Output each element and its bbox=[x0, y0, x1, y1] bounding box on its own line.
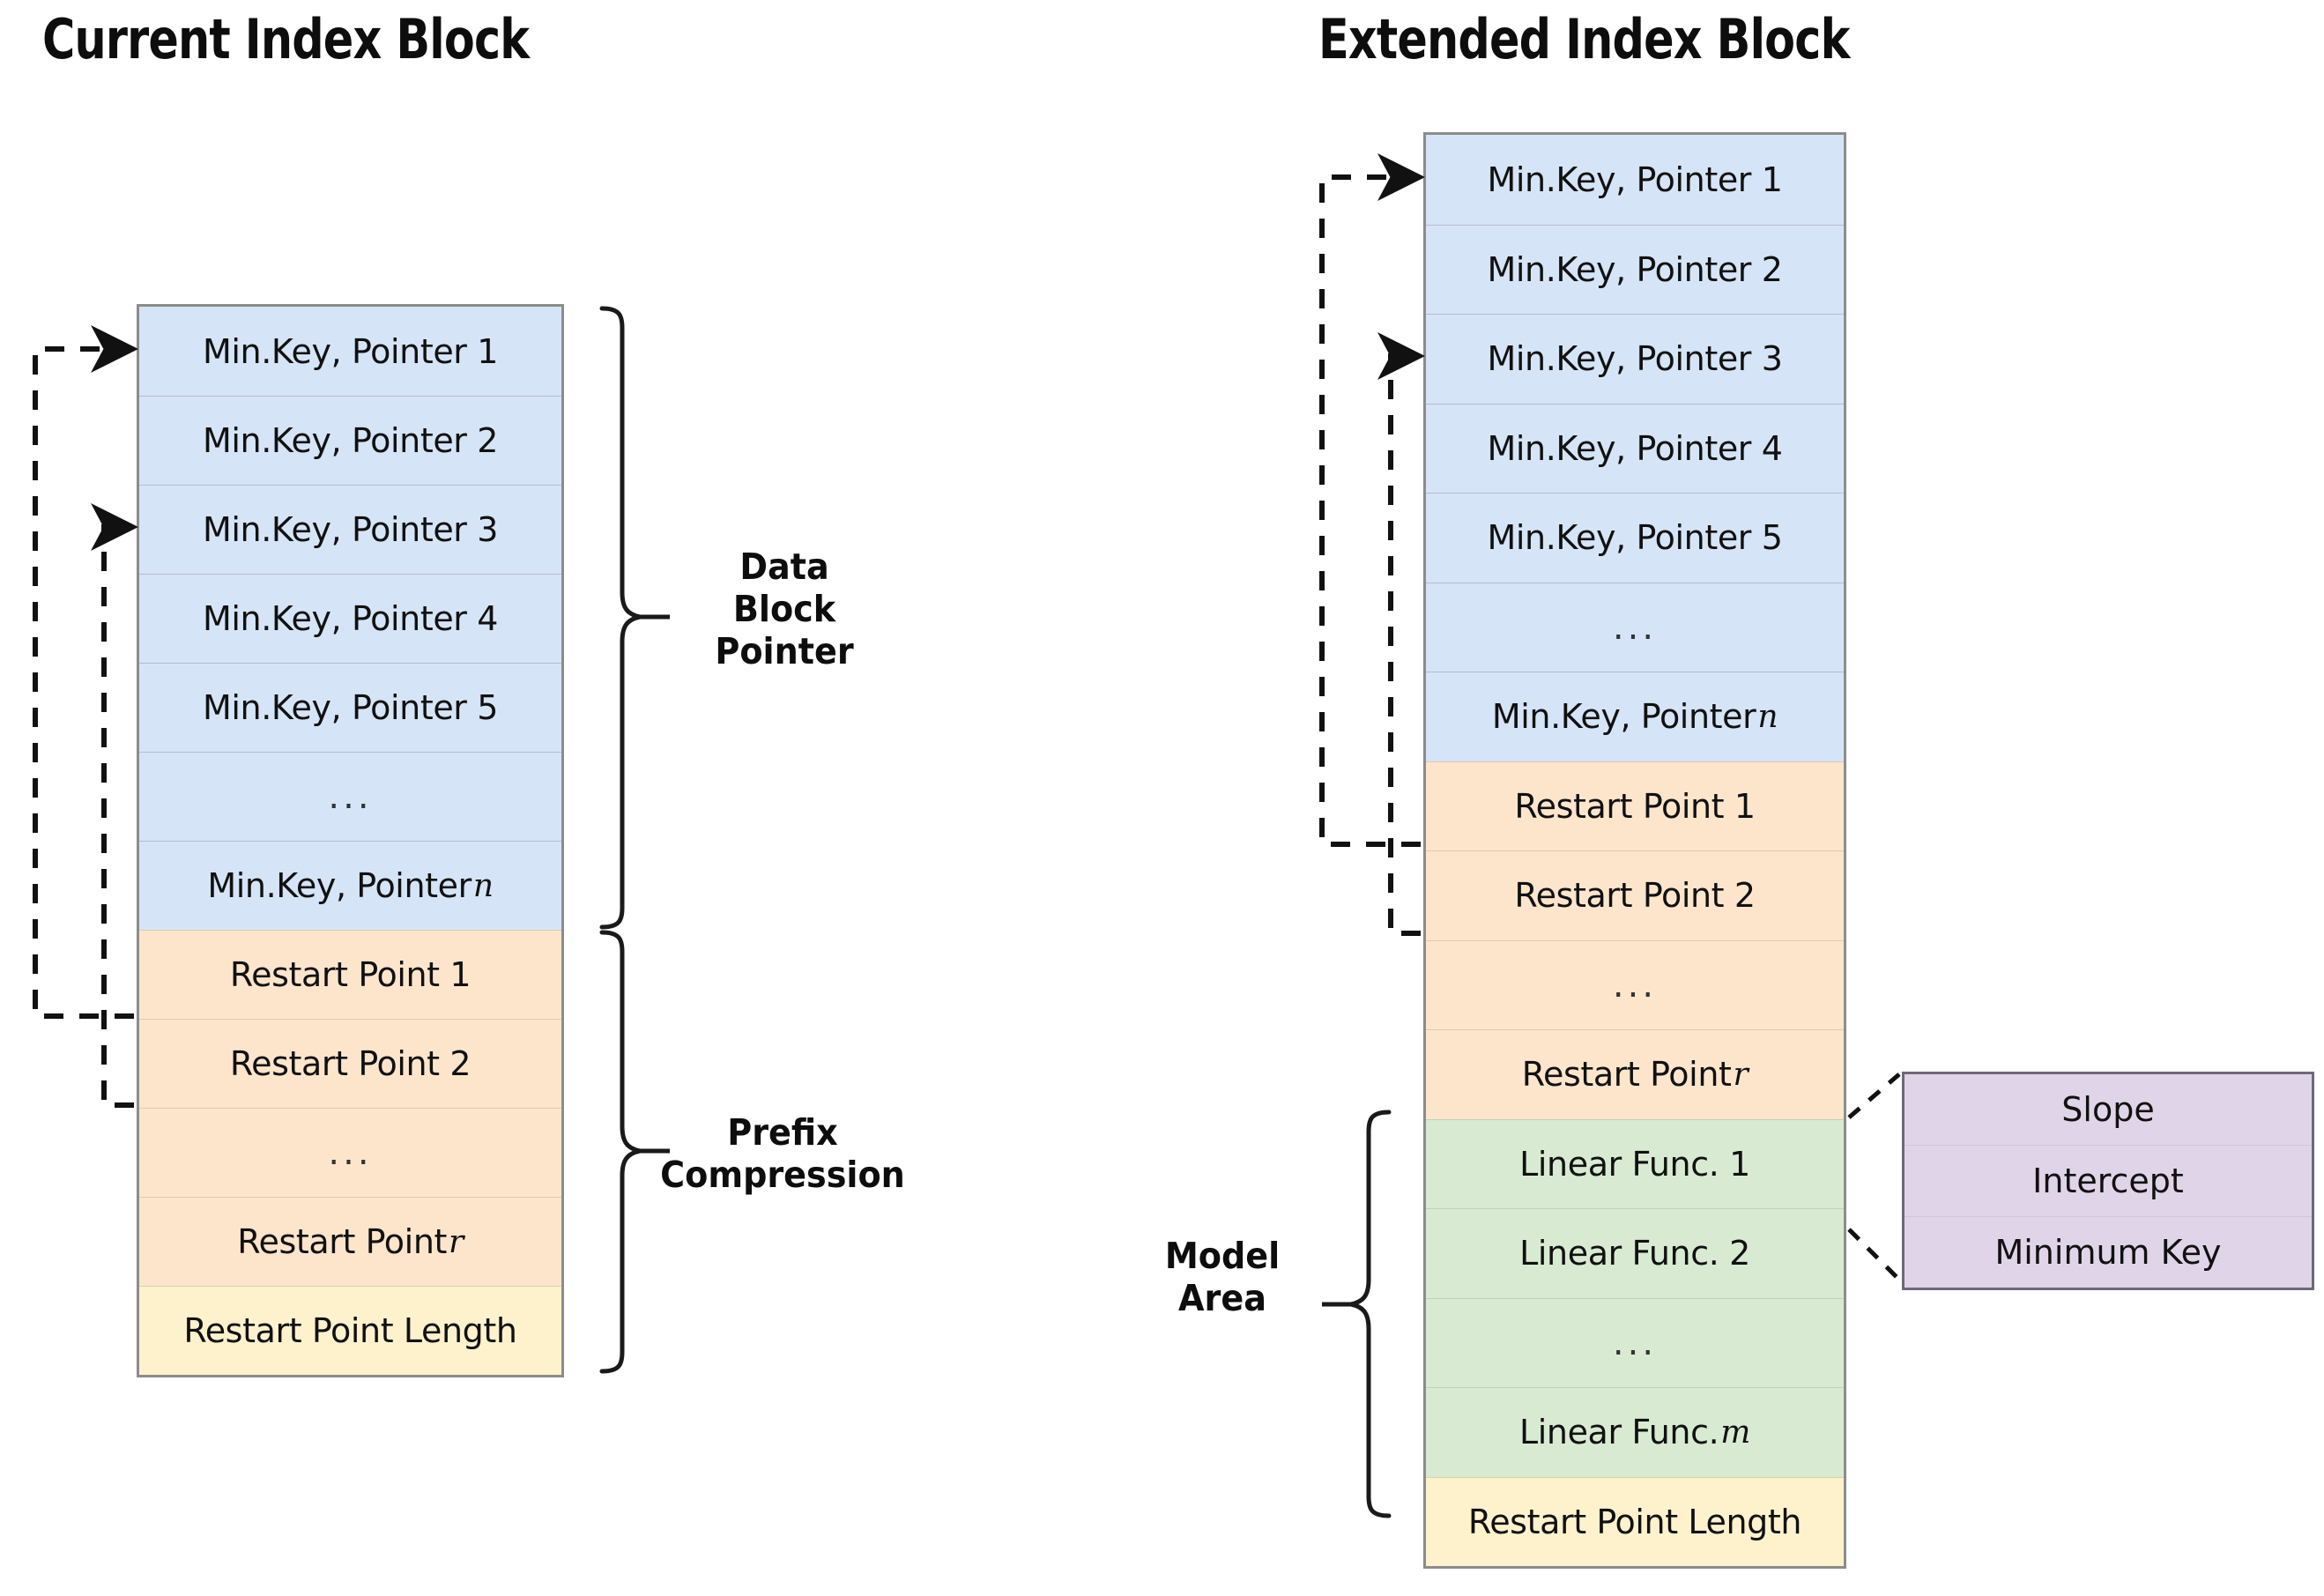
brace-model-area bbox=[1350, 1110, 1392, 1518]
cell-label: ... bbox=[328, 776, 373, 817]
detail-row-minimum-key: Minimum Key bbox=[1904, 1216, 2312, 1288]
page-title-extended-index-block: Extended Index Block bbox=[1318, 7, 1850, 71]
leader-linear-func-1-to-detail-box bbox=[1847, 1073, 1901, 1119]
table-row: Min.Key, Pointer 2 bbox=[139, 396, 561, 485]
cell-label: Min.Key, Pointer 3 bbox=[1487, 339, 1783, 379]
cell-label: Restart Point 1 bbox=[1514, 786, 1756, 826]
cell-label: Min.Key, Pointer bbox=[207, 866, 471, 905]
cell-label: Linear Func. bbox=[1518, 1413, 1719, 1452]
cell-label: Restart Point bbox=[237, 1222, 447, 1261]
cell-label: Min.Key, Pointer 5 bbox=[1487, 518, 1783, 558]
linear-function-detail-box: Slope Intercept Minimum Key bbox=[1902, 1072, 2314, 1290]
cell-variable: n bbox=[1757, 698, 1778, 735]
cell-label: Min.Key, Pointer 5 bbox=[203, 688, 498, 727]
table-row: Min.Key, Pointer 3 bbox=[139, 485, 561, 574]
detail-row-intercept: Intercept bbox=[1904, 1145, 2312, 1216]
table-row: Linear Func. 1 bbox=[1426, 1118, 1844, 1208]
table-row-ellipsis: ... bbox=[139, 1108, 561, 1197]
current-index-block-table: Min.Key, Pointer 1 Min.Key, Pointer 2 Mi… bbox=[137, 304, 564, 1377]
cell-label: ... bbox=[1612, 606, 1658, 648]
brace-label-model-area: Model Area bbox=[1164, 1235, 1281, 1319]
table-row: Restart Point 2 bbox=[1426, 850, 1844, 940]
table-row: Restart Point 1 bbox=[1426, 761, 1844, 850]
cell-label: ... bbox=[328, 1132, 373, 1173]
cell-label: Restart Point 2 bbox=[1514, 876, 1756, 916]
table-row: Linear Func. 2 bbox=[1426, 1208, 1844, 1298]
brace-label-prefix-compression: Prefix Compression bbox=[660, 1111, 905, 1196]
cell-label: Min.Key, Pointer 4 bbox=[1487, 428, 1783, 468]
table-row-ellipsis: ... bbox=[139, 752, 561, 841]
cell-label: ... bbox=[1612, 1322, 1658, 1363]
cell-label: Restart Point bbox=[1521, 1055, 1732, 1095]
table-row-ellipsis: ... bbox=[1426, 1297, 1844, 1387]
table-row: Restart Point Length bbox=[139, 1286, 561, 1375]
table-row: Restart Point 1 bbox=[139, 930, 561, 1019]
table-row: Min.Key, Pointer 4 bbox=[139, 574, 561, 663]
cell-label: Restart Point 1 bbox=[229, 955, 471, 994]
connector-restart2-to-pointer3-right bbox=[1377, 332, 1425, 936]
table-row: Min.Key, Pointer 5 bbox=[139, 663, 561, 752]
cell-label: Min.Key, Pointer 1 bbox=[203, 331, 498, 371]
cell-label: Min.Key, Pointer 2 bbox=[203, 421, 498, 460]
cell-label: ... bbox=[1612, 964, 1658, 1006]
table-row: Restart Point 2 bbox=[139, 1019, 561, 1108]
cell-label: Min.Key, Pointer 3 bbox=[203, 510, 498, 549]
cell-label: Restart Point Length bbox=[183, 1311, 517, 1350]
brace-data-block-pointer bbox=[599, 306, 641, 930]
cell-label: Min.Key, Pointer 2 bbox=[1487, 249, 1783, 289]
detail-row-slope: Slope bbox=[2061, 1090, 2155, 1129]
cell-label: Min.Key, Pointer bbox=[1491, 697, 1756, 737]
table-row-ellipsis: ... bbox=[1426, 582, 1844, 672]
table-row: Min.Key, Pointer 2 bbox=[1426, 224, 1844, 314]
cell-label: Min.Key, Pointer 1 bbox=[1487, 160, 1783, 199]
table-row: Min.Key, Pointer 1 bbox=[139, 307, 561, 396]
cell-label: Linear Func. 1 bbox=[1519, 1144, 1750, 1184]
extended-index-block-table: Min.Key, Pointer 1 Min.Key, Pointer 2 Mi… bbox=[1423, 132, 1846, 1569]
brace-label-data-block-pointer: Data Block Pointer bbox=[715, 546, 854, 672]
table-row-ellipsis: ... bbox=[1426, 939, 1844, 1029]
brace-prefix-compression bbox=[599, 930, 641, 1374]
table-row: Min.Key, Pointer 1 bbox=[1426, 135, 1844, 225]
cell-label: Linear Func. 2 bbox=[1519, 1234, 1750, 1273]
table-row: Min.Key, Pointer 3 bbox=[1426, 314, 1844, 404]
leader-linear-func-2-to-detail-box bbox=[1847, 1228, 1901, 1281]
table-row: Min.Key, Pointer 4 bbox=[1426, 403, 1844, 493]
cell-variable: r bbox=[449, 1223, 464, 1260]
cell-variable: n bbox=[472, 867, 494, 904]
connector-restart2-to-pointer3-left bbox=[91, 503, 138, 1108]
connector-restart1-to-pointer1-left bbox=[33, 325, 138, 1019]
table-row: Min.Key, Pointer 5 bbox=[1426, 493, 1844, 583]
table-row: Linear Func.m bbox=[1426, 1387, 1844, 1477]
connector-restart1-to-pointer1-right bbox=[1319, 153, 1425, 847]
cell-label: Restart Point Length bbox=[1467, 1502, 1802, 1541]
cell-variable: m bbox=[1720, 1414, 1751, 1451]
table-row: Restart Point Length bbox=[1426, 1476, 1844, 1566]
cell-label: Restart Point 2 bbox=[229, 1044, 471, 1083]
page-title-current-index-block: Current Index Block bbox=[42, 7, 530, 71]
cell-variable: r bbox=[1733, 1056, 1749, 1093]
cell-label: Min.Key, Pointer 4 bbox=[203, 599, 498, 638]
